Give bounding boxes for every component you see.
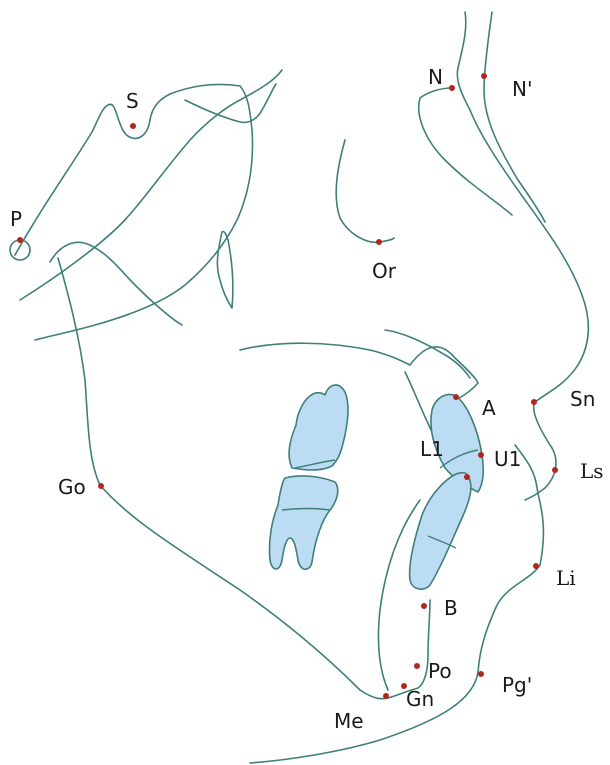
landmark-label-a: A — [482, 396, 496, 420]
landmark-dot-p — [17, 237, 23, 243]
landmark-dot-ls — [552, 467, 558, 473]
landmark-dot-n — [449, 85, 455, 91]
landmark-dot-sn — [531, 399, 537, 405]
frontal-nasal-outline — [419, 88, 512, 215]
orbit-outline — [336, 140, 394, 242]
landmark-label-n: N — [428, 65, 443, 89]
landmark-label-l1: L1 — [420, 437, 444, 461]
landmark-dot-me — [383, 693, 389, 699]
landmark-label-gn: Gn — [406, 687, 434, 711]
mandible-symphysis — [378, 500, 420, 690]
landmark-label-ls: Ls — [580, 459, 604, 483]
lower-molar — [269, 476, 337, 569]
landmark-label-go: Go — [58, 475, 86, 499]
landmark-label-li: Li — [556, 566, 576, 590]
landmark-label-s: S — [126, 89, 139, 113]
mandible-ramus — [58, 258, 430, 699]
landmark-label-or: Or — [372, 259, 397, 283]
clivus-outline — [185, 84, 276, 122]
landmark-dot-s — [130, 123, 136, 129]
landmark-dot-l1 — [464, 474, 470, 480]
landmark-dot-a — [453, 394, 459, 400]
lower-incisor — [410, 473, 471, 589]
landmark-label-pg-soft: Pg' — [502, 673, 532, 697]
landmark-dot-li — [533, 563, 539, 569]
landmark-dot-pg-soft — [478, 671, 484, 677]
soft-tissue-nasal-dorsum — [484, 12, 545, 222]
landmark-label-sn: Sn — [570, 387, 595, 411]
upper-molar — [289, 385, 348, 470]
landmark-dot-po — [414, 663, 420, 669]
landmark-label-me: Me — [334, 709, 364, 733]
landmark-dot-u1 — [478, 452, 484, 458]
landmark-dot-b — [421, 603, 427, 609]
landmark-dot-go — [98, 483, 104, 489]
landmark-label-p: P — [10, 207, 22, 231]
palatal-arch — [385, 330, 470, 378]
landmark-label-n-soft: N' — [512, 77, 532, 101]
cranial-base-outline — [15, 84, 252, 340]
landmark-dot-or — [376, 239, 382, 245]
landmark-dot-n-soft — [481, 73, 487, 79]
pterygomaxillary-fissure — [217, 231, 232, 308]
landmark-label-u1: U1 — [494, 447, 521, 471]
pterygoid-outline — [50, 242, 182, 325]
landmark-label-po: Po — [428, 659, 452, 683]
landmark-label-b: B — [444, 596, 458, 620]
